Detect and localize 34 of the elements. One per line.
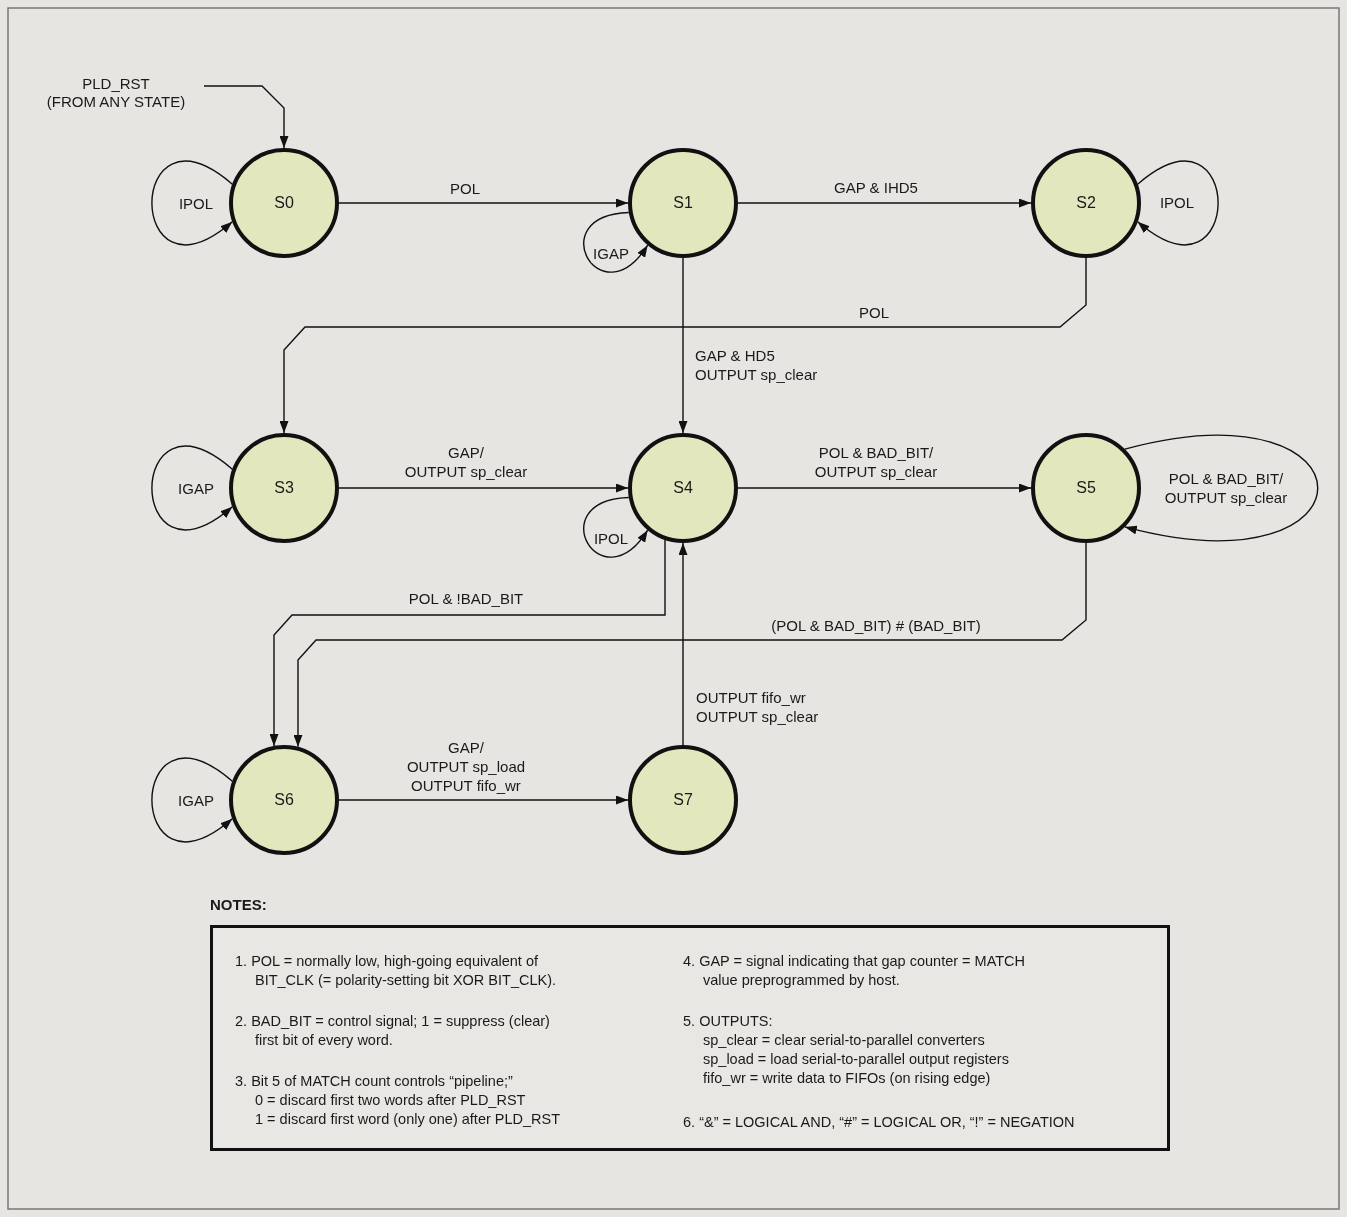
note-text: 6. “&” = LOGICAL AND, “#” = LOGICAL OR, “!” = NEGATION: [683, 1113, 1075, 1132]
transition-arrow: [279, 257, 1087, 434]
self-loop-arrow: [151, 445, 233, 531]
transition-arrow: [338, 198, 629, 208]
transition-arrow: [678, 257, 688, 434]
self-loop-arrow: [151, 757, 233, 843]
self-loop-arrow: [583, 211, 649, 273]
note-text: 1. POL = normally low, high-going equivalent of BIT_CLK (= polarity-setting bit XOR BIT_CLK).: [235, 952, 557, 990]
note-text: 4. GAP = signal indicating that gap counter = MATCH value preprogrammed by host.: [683, 952, 1026, 990]
transition-arrow: [203, 85, 289, 149]
note-text: 3. Bit 5 of MATCH count controls “pipeline;” 0 = discard first two words after PLD_RST 1 = discard first word (only one) after PLD_RST: [235, 1072, 561, 1129]
state-label: S5: [1076, 479, 1096, 497]
transition-arrow: [338, 483, 629, 493]
self-loop-arrow: [1124, 435, 1319, 541]
state-label: S3: [274, 479, 294, 497]
transition-arrow: [737, 483, 1032, 493]
state-label: S4: [673, 479, 693, 497]
transition-arrow: [338, 795, 629, 805]
self-loop-arrow: [1137, 160, 1219, 246]
self-loop-arrow: [151, 160, 233, 246]
note-text: 5. OUTPUTS: sp_clear = clear serial-to-parallel converters sp_load = load serial-to-parallel output registers fifo_wr = write data to FIFOs (on rising edge): [683, 1012, 1009, 1088]
note-text: 2. BAD_BIT = control signal; 1 = suppress (clear) first bit of every word.: [235, 1012, 550, 1050]
state-label: S7: [673, 791, 693, 809]
self-loop-arrow: [583, 496, 649, 558]
transition-arrow: [737, 198, 1032, 208]
state-label: S2: [1076, 194, 1096, 212]
state-label: S0: [274, 194, 294, 212]
state-label: S6: [274, 791, 294, 809]
state-label: S1: [673, 194, 693, 212]
reset-label: PLD_RST (FROM ANY STATE): [28, 75, 204, 111]
transition-arrow: [269, 539, 666, 747]
transition-arrow: [678, 542, 688, 746]
transition-arrow: [293, 542, 1087, 748]
notes-heading: NOTES:: [210, 896, 267, 913]
